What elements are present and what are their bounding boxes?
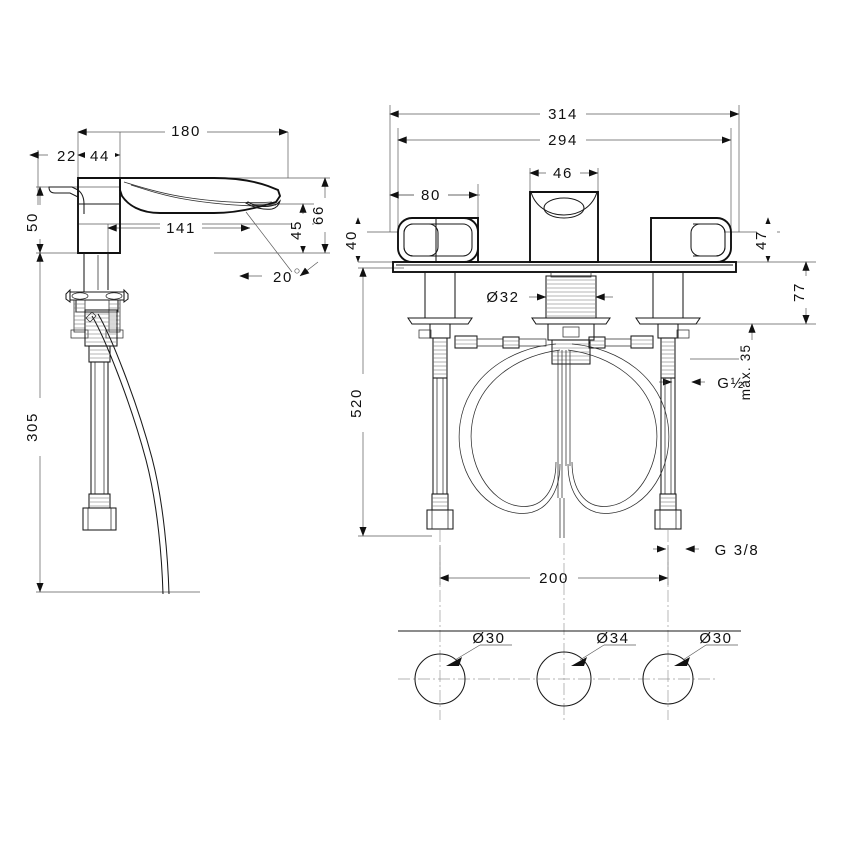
side-aerator [244,199,281,210]
dim-label-200: 200 [539,570,569,587]
front-supply-hose-left [426,377,454,530]
dim-label-314: 314 [548,106,578,123]
dim-label-294: 294 [548,132,578,149]
dim-label-g-half: G½ [717,375,744,392]
front-handle-right [650,217,732,263]
dim-spout-reach-180: 180 [77,120,289,140]
front-right-shank [635,272,701,379]
dim-body-height-66: 66 [310,177,334,254]
front-hose-loops [458,343,670,538]
dim-label-diameter-32: Ø32 [486,289,519,306]
plan-hole-left-label: Ø30 [472,630,505,647]
dim-label-77: 77 [791,282,808,302]
dim-plate-width-294: 294 [397,129,732,149]
callout-thread-g-three-eighths: G 3/8 [653,542,760,559]
side-connector-block [84,309,118,347]
dim-hose-length-520: 520 [348,267,373,537]
dim-handle-offset-22: 22 [29,148,77,165]
front-supply-hose-right [654,377,682,530]
dim-label-180: 180 [171,123,201,140]
dim-label-20-degrees: 20 [273,269,293,286]
plan-hole-left: Ø30 [414,630,512,705]
dim-label-g-three-eighths: G 3/8 [715,542,760,559]
front-elevation-view: 314 294 46 80 40 47 [343,103,816,587]
front-center-shank [531,271,611,365]
dim-deck-thickness-max-35: max. 35 [738,323,761,406]
side-hose-nut [82,493,117,531]
dim-label-66: 66 [310,205,327,225]
front-cross-tubes [418,329,690,349]
dim-body-width-44: 44 [77,145,121,165]
dim-shank-diameter-32: Ø32 [486,289,613,306]
dim-label-45: 45 [288,220,305,240]
plan-hole-center: Ø34 [536,630,636,707]
dim-spout-projection-141: 141 [107,217,251,237]
dim-label-44: 44 [90,148,110,165]
side-elevation-view: 180 22 44 141 50 45 [24,120,334,595]
plan-hole-center-label: Ø34 [596,630,629,647]
dim-spout-body-width-46: 46 [529,162,599,182]
dim-label-47: 47 [753,230,770,250]
dim-deck-to-connector-77: 77 [791,261,815,325]
dim-handle-height-50: 50 [24,186,48,254]
dim-label-520: 520 [348,388,365,418]
dim-label-22: 22 [57,148,77,165]
dim-label-80: 80 [421,187,441,204]
dim-label-46: 46 [553,165,573,182]
dim-label-141: 141 [166,220,196,237]
dim-label-50: 50 [24,212,41,232]
hole-pattern-plan-view: Ø30 Ø34 Ø30 [398,530,741,720]
side-control-cable [91,313,170,595]
dim-label-40: 40 [343,230,360,250]
side-body-block [77,177,121,254]
dim-overall-width-314: 314 [389,103,740,123]
dim-outlet-height-45: 45 [288,203,312,254]
dim-below-deck-305: 305 [24,252,49,593]
dim-hole-spacing-200: 200 [439,567,669,587]
dim-outlet-angle-20: 20 [239,211,319,286]
dim-handle-offset-80: 80 [389,184,479,204]
plan-hole-right: Ø30 [642,630,738,705]
dim-spout-body-height-47: 47 [753,217,777,263]
dim-label-max-35: max. 35 [738,344,753,400]
plan-hole-right-label: Ø30 [699,630,732,647]
dim-handle-height-40: 40 [343,217,367,263]
dim-label-305: 305 [24,412,41,442]
side-shank [83,253,109,292]
side-stud-right [108,299,121,333]
